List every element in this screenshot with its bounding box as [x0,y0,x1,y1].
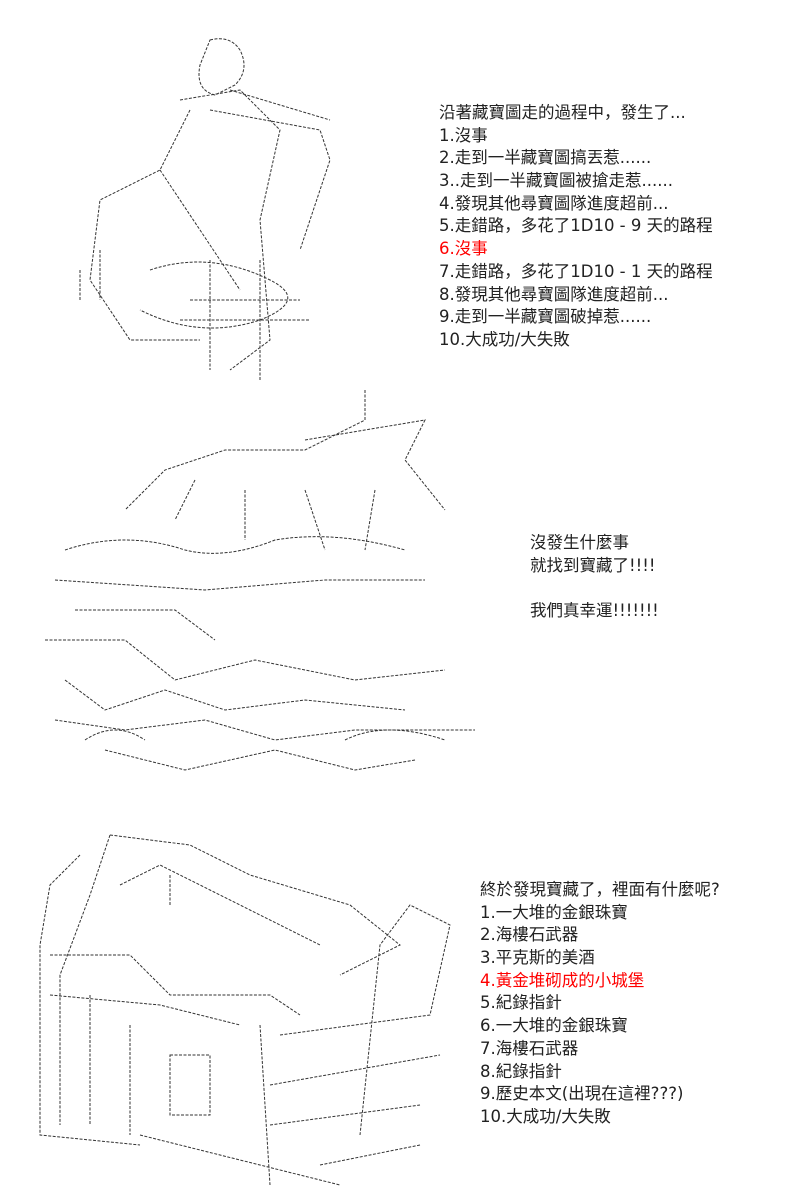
ascii-art-treasure-chest [39,834,451,1186]
message-line: 我們真幸運!!!!!!! [530,601,659,621]
treasure-list: 終於發現寶藏了，裡面有什麼呢? 1.一大堆的金銀珠寶 2.海樓石武器 3.平克斯… [480,879,720,1129]
list-heading: 終於發現寶藏了，裡面有什麼呢? [480,880,720,899]
list-item: 7.海樓石武器 [480,1038,579,1058]
ascii-art-crowd [45,390,475,771]
list-item: 2.走到一半藏寶圖搞丟惹...... [439,148,652,168]
list-item: 3.平克斯的美酒 [480,948,595,968]
list-item: 9.走到一半藏寶圖破掉惹...... [439,307,652,327]
ascii-art-cloaked-figure [79,38,331,380]
message-line [530,577,659,600]
list-item: 3..走到一半藏寶圖被搶走惹...... [439,171,673,191]
list-item: 1.一大堆的金銀珠寶 [480,902,628,922]
list-item: 10.大成功/大失敗 [480,1106,611,1126]
list-item: 4.發現其他尋寶圖隊進度超前... [439,193,669,213]
list-item: 9.歷史本文(出現在這裡???) [480,1084,684,1104]
list-item: 10.大成功/大失敗 [439,329,570,349]
list-item: 8.發現其他尋寶圖隊進度超前... [439,284,669,304]
list-heading: 沿著藏寶圖走的過程中，發生了... [439,103,686,122]
list-item: 6.一大堆的金銀珠寶 [480,1016,628,1036]
message-line: 沒發生什麼事 [530,533,629,552]
list-item: 5.紀錄指針 [480,993,562,1013]
list-item: 2.海樓石武器 [480,925,579,945]
event-list-1: 沿著藏寶圖走的過程中，發生了... 1.沒事 2.走到一半藏寶圖搞丟惹.....… [439,102,713,352]
list-item-highlighted: 4.黃金堆砌成的小城堡 [480,970,645,990]
message-block: 沒發生什麼事 就找到寶藏了!!!! 我們真幸運!!!!!!! [530,532,659,623]
list-item: 1.沒事 [439,125,488,145]
list-item: 8.紀錄指針 [480,1061,562,1081]
list-item: 7.走錯路，多花了1D10 - 1 天的路程 [439,261,713,281]
list-item-highlighted: 6.沒事 [439,239,488,259]
list-item: 5.走錯路，多花了1D10 - 9 天的路程 [439,216,713,236]
message-line: 就找到寶藏了!!!! [530,555,656,575]
